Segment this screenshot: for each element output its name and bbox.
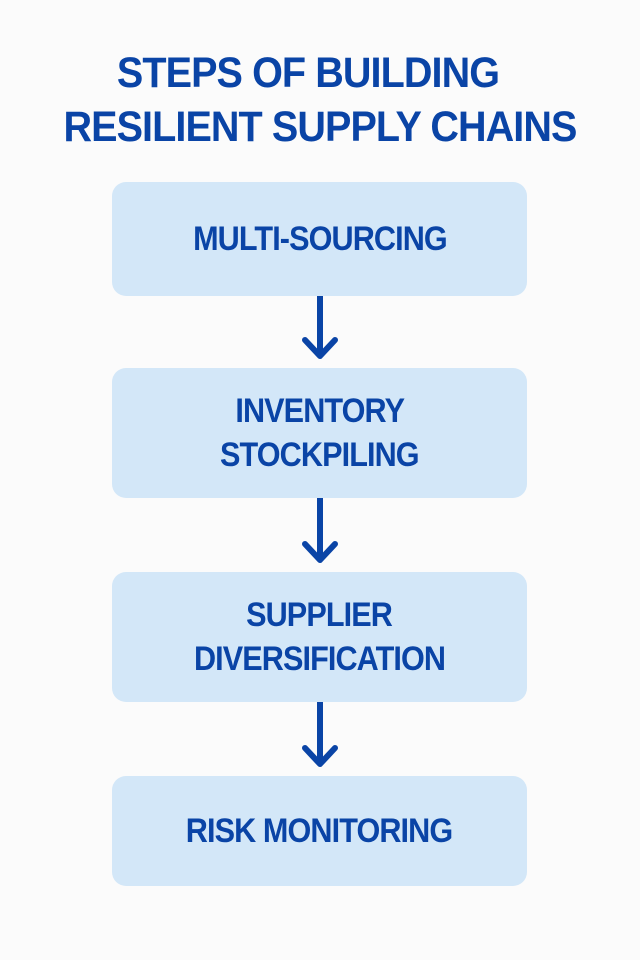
step-label: INVENTORY (235, 392, 405, 430)
arrow-down-icon (302, 498, 338, 563)
step-box-risk-monitoring: RISK MONITORING (112, 776, 527, 886)
step-label: MULTI-SOURCING (192, 220, 448, 258)
diagram-title-line-2: RESILIENT SUPPLY CHAINS (63, 103, 577, 151)
step-box-supplier-diversification: SUPPLIER DIVERSIFICATION (112, 572, 527, 702)
arrow-down-icon (302, 296, 338, 359)
step-label: RISK MONITORING (186, 812, 453, 850)
step-box-inventory-stockpiling: INVENTORY STOCKPILING (112, 368, 527, 498)
step-label: SUPPLIER (246, 596, 394, 634)
step-label: STOCKPILING (220, 436, 420, 474)
diagram-title-line-1: STEPS OF BUILDING (116, 49, 500, 97)
arrow-down-icon (302, 702, 338, 767)
step-box-multi-sourcing: MULTI-SOURCING (112, 182, 527, 296)
step-label: DIVERSIFICATION (193, 640, 446, 678)
